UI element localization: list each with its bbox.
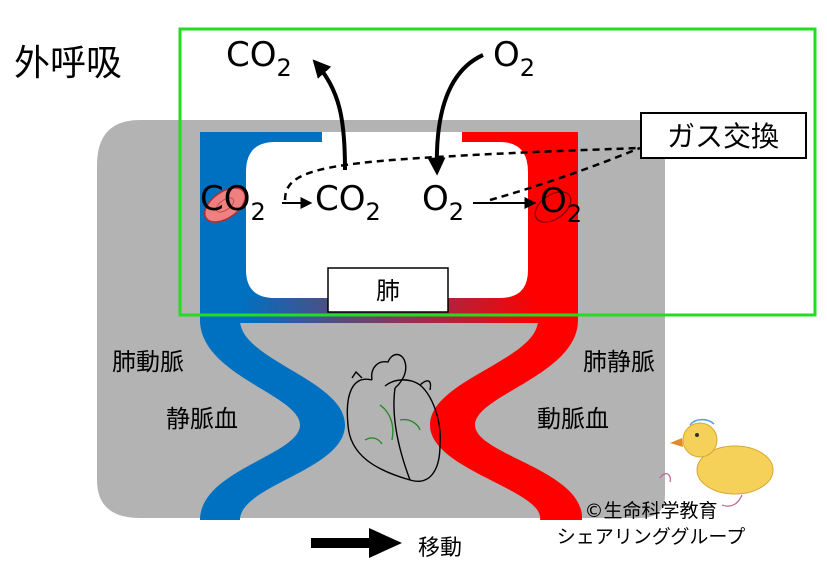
arterial-blood-label: 動脈血	[537, 405, 609, 433]
page-title: 外呼吸	[14, 43, 122, 84]
red-blood-cell-icon	[203, 187, 247, 223]
co2-exhale-arrow	[312, 59, 347, 171]
lung-area	[246, 132, 528, 298]
gas-exchange-box	[640, 112, 807, 159]
lung-co2-label: CO2	[315, 179, 381, 226]
top-co2-label: CO2	[226, 35, 292, 82]
rbc-co2-label: CO2	[200, 179, 266, 226]
o2-inhale-arrow	[427, 53, 484, 176]
gas-exchange-label: ガス交換	[667, 120, 779, 153]
credit-line-2: シェアリンググループ	[557, 526, 745, 548]
credit-line-1: ©生命科学教育	[584, 500, 717, 522]
venous-blood-label: 静脈血	[166, 405, 238, 433]
heart-icon	[346, 353, 441, 482]
red-blood-cell-outline-icon	[534, 191, 572, 223]
gas-exchange-dashed-line-2	[489, 146, 641, 202]
lung-o2-label: O2	[422, 179, 464, 226]
pulmonary-vein-label: 肺静脈	[583, 348, 655, 376]
lung-label: 肺	[376, 277, 400, 305]
move-label: 移動	[418, 536, 462, 561]
lung-label-box	[327, 267, 449, 313]
pulmonary-artery-label: 肺動脈	[112, 348, 184, 376]
duck-icon	[659, 418, 774, 507]
gas-exchange-dashed-line	[283, 146, 641, 201]
top-o2-label: O2	[493, 35, 535, 82]
external-respiration-frame	[178, 27, 817, 317]
rbc-o2-label: O2	[540, 181, 582, 228]
arrow-icon	[311, 528, 402, 558]
